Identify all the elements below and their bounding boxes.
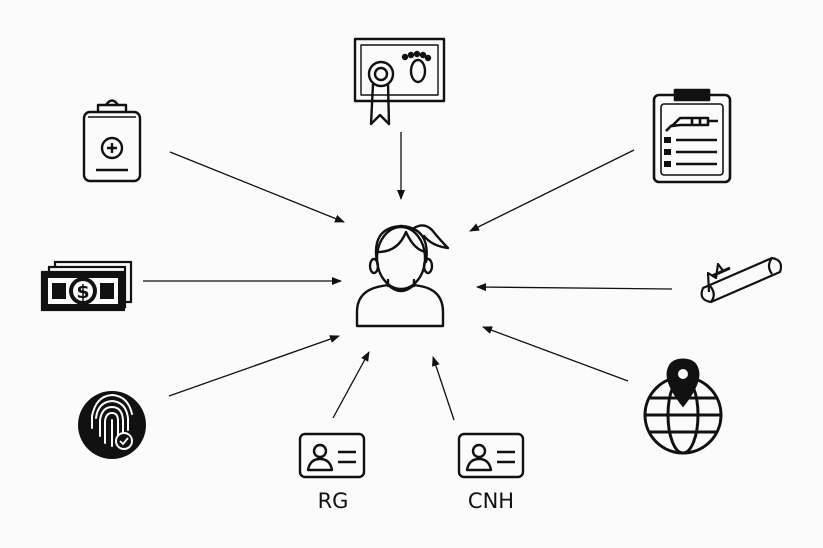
arrow-clipboard — [169, 151, 345, 223]
arrow-globe — [482, 326, 629, 382]
diploma-scroll-icon — [700, 256, 783, 304]
id-card-icon — [298, 432, 366, 479]
id-card-icon-cnh — [457, 432, 525, 479]
money-icon: $ — [40, 260, 133, 312]
fingerprint-icon — [78, 391, 146, 459]
person-icon — [355, 224, 450, 328]
globe-location-icon — [643, 358, 723, 455]
cnh-label: CNH — [467, 489, 515, 513]
arrow-cnh — [432, 356, 455, 421]
arrow-fingerprint — [168, 335, 340, 397]
svg-text:$: $ — [76, 281, 89, 303]
birth-certificate-icon — [353, 37, 446, 126]
rg-label: RG — [317, 489, 349, 513]
arrow-rg — [332, 351, 370, 419]
arrow-vaccine — [469, 149, 635, 232]
medical-clipboard-icon — [82, 99, 142, 183]
arrow-diploma — [476, 283, 673, 292]
vaccination-record-icon — [652, 88, 732, 184]
